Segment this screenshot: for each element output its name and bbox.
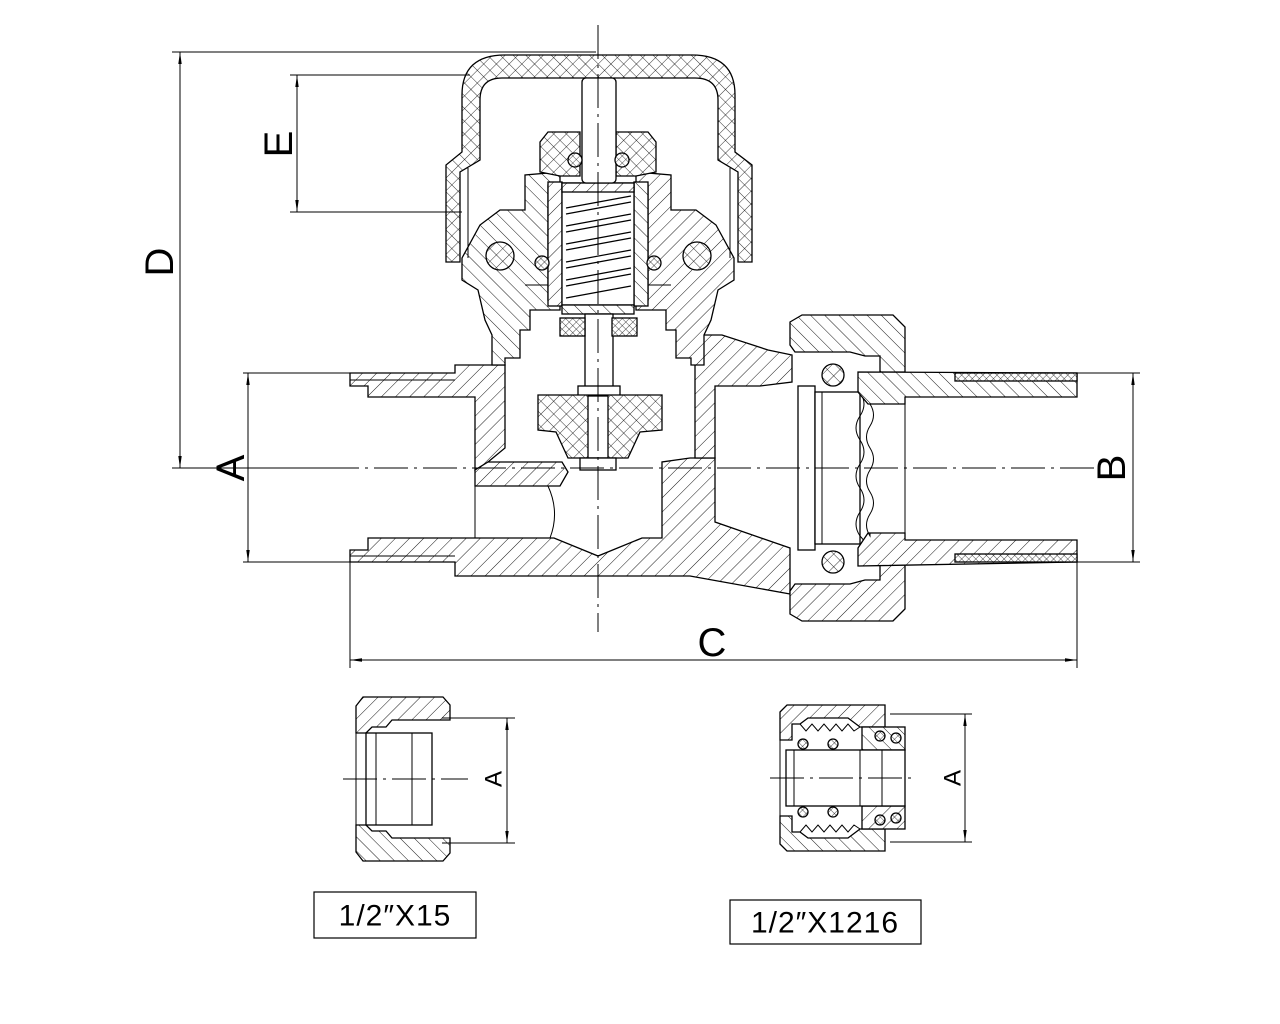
- fitting2-thread-lower: [799, 824, 861, 833]
- compression-fitting-view: A 1/2″X15: [313, 696, 515, 939]
- o-ring-bonnet-left: [485, 241, 515, 271]
- body-seat-partition: [474, 461, 569, 487]
- o-ring-union-bottom: [821, 550, 845, 574]
- fitting1-nut-upper: [355, 696, 451, 734]
- o-ring-bonnet-right: [682, 241, 712, 271]
- dimension-label-c: C: [698, 621, 727, 665]
- pex-fitting-view: A 1/2″X1216: [729, 704, 972, 945]
- union-nut-lower: [789, 563, 906, 622]
- seal-ring-left: [559, 317, 586, 337]
- seal-ring-right: [611, 317, 638, 337]
- valve-stem-upper: [581, 77, 617, 184]
- fitting1-dimension-label-a: A: [481, 771, 508, 787]
- fitting1-caption: 1/2″X15: [339, 900, 452, 933]
- dimension-label-d: D: [138, 248, 182, 277]
- fitting2-o-rings: [797, 730, 902, 826]
- inner-sleeve-right: [633, 181, 649, 307]
- body-lower-wall: [349, 457, 791, 595]
- valve-plug: [537, 385, 663, 471]
- o-ring-gland-left: [567, 152, 583, 168]
- bonnet: [461, 171, 735, 366]
- fitting1-caption-box: [313, 891, 477, 939]
- dimension-label-e: E: [257, 131, 301, 158]
- tailpiece-break-line: [866, 403, 874, 538]
- bonnet-left: [461, 171, 561, 366]
- fitting2-thread-upper: [799, 723, 861, 732]
- tailpiece-thread-top: [954, 372, 1078, 382]
- protective-cap: [445, 54, 753, 263]
- bonnet-right: [635, 171, 735, 366]
- fitting2-caption-box: [729, 899, 922, 945]
- o-ring-union-top: [821, 363, 845, 387]
- valve-body: [349, 334, 793, 595]
- dimension-label-a: A: [209, 454, 253, 481]
- passage-arc: [547, 485, 555, 539]
- body-upper-right-wall: [694, 334, 793, 459]
- o-ring-sleeve-right: [646, 255, 662, 271]
- inner-sleeve-left: [547, 181, 563, 307]
- fitting2-nut-upper: [779, 704, 886, 741]
- tailpiece: [857, 371, 1078, 567]
- union-nut: [789, 314, 906, 622]
- body-upper-left-wall: [349, 364, 506, 472]
- o-ring-sleeve-left: [534, 255, 550, 271]
- fitting2-nut-lower: [779, 815, 886, 852]
- valve-section-view: [325, 25, 1095, 632]
- o-rings: [485, 152, 845, 574]
- dimension-label-b: B: [1090, 455, 1134, 482]
- o-ring-gland-right: [614, 152, 630, 168]
- fitting1-nut-lower: [355, 824, 451, 862]
- fitting2-caption: 1/2″X1216: [751, 907, 899, 940]
- tailpiece-thread-bottom: [954, 553, 1078, 563]
- main-dimensions: D E A B C: [138, 51, 1140, 668]
- union-nut-upper: [789, 314, 906, 373]
- valve-stem-lower: [584, 313, 614, 391]
- fitting2-dimension-label-a: A: [940, 770, 967, 786]
- spigot-break-line: [855, 391, 865, 545]
